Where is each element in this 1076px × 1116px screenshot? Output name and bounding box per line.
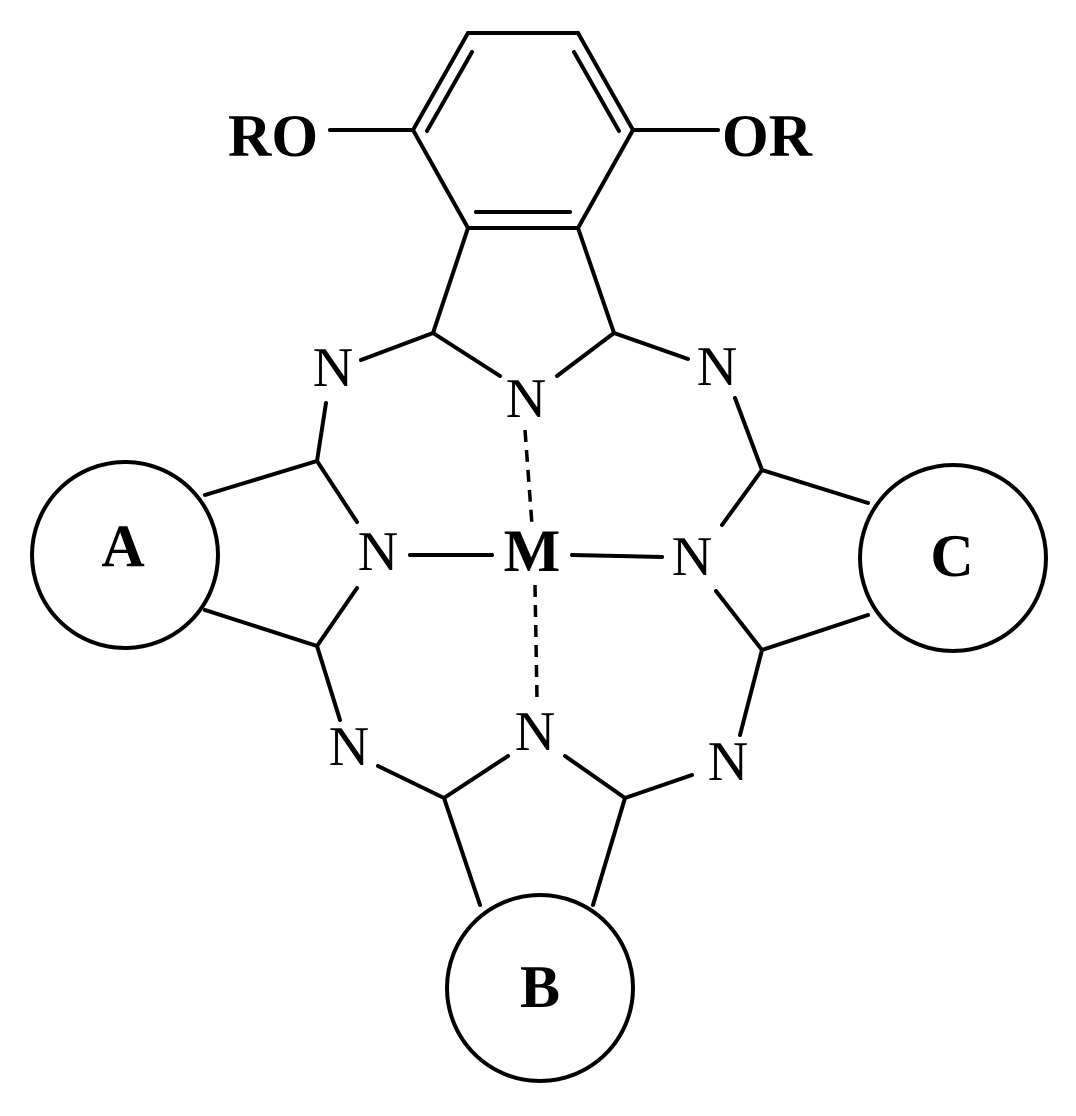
n-meso-bottom-left: N: [329, 716, 369, 778]
bridge-bottom-left: [376, 764, 446, 800]
ring-c-label: C: [930, 523, 973, 589]
n-right-inner: N: [672, 526, 712, 588]
bridge-top-right: [612, 331, 690, 361]
bridge-right-bottom: [738, 648, 764, 737]
metal-label: M: [504, 518, 561, 584]
left-pyrrole: [203, 459, 359, 648]
ring-a-label: A: [101, 513, 144, 579]
n-meso-bottom-right: N: [708, 731, 748, 793]
bridge-top-left: [359, 331, 435, 362]
m-n-top-dashed-bond: [523, 429, 534, 526]
right-pyrrole: [714, 468, 870, 652]
ro-label: RO: [228, 103, 318, 169]
n-left-inner: N: [358, 521, 398, 583]
bridge-left-top: [315, 401, 328, 463]
ring-b-label: B: [520, 954, 560, 1020]
ring-c-circle: [858, 463, 1048, 653]
bottom-pyrrole: [442, 754, 627, 907]
benzene-ring: [411, 31, 635, 230]
n-top-inner: N: [506, 368, 546, 430]
bridge-bottom-right: [623, 773, 694, 800]
m-n-bottom-dashed-bond: [533, 584, 539, 701]
n-meso-top-left: N: [313, 337, 353, 399]
bridge-right-top: [733, 396, 764, 472]
bridge-left-bottom: [315, 644, 342, 722]
n-meso-top-right: N: [697, 336, 737, 398]
n-bottom-inner: N: [515, 701, 555, 763]
or-label: OR: [722, 103, 813, 169]
top-pyrrole: [431, 226, 616, 378]
m-n-right-bond: [570, 553, 664, 559]
ring-b-circle: [445, 893, 635, 1083]
ring-a-circle: [30, 460, 220, 650]
